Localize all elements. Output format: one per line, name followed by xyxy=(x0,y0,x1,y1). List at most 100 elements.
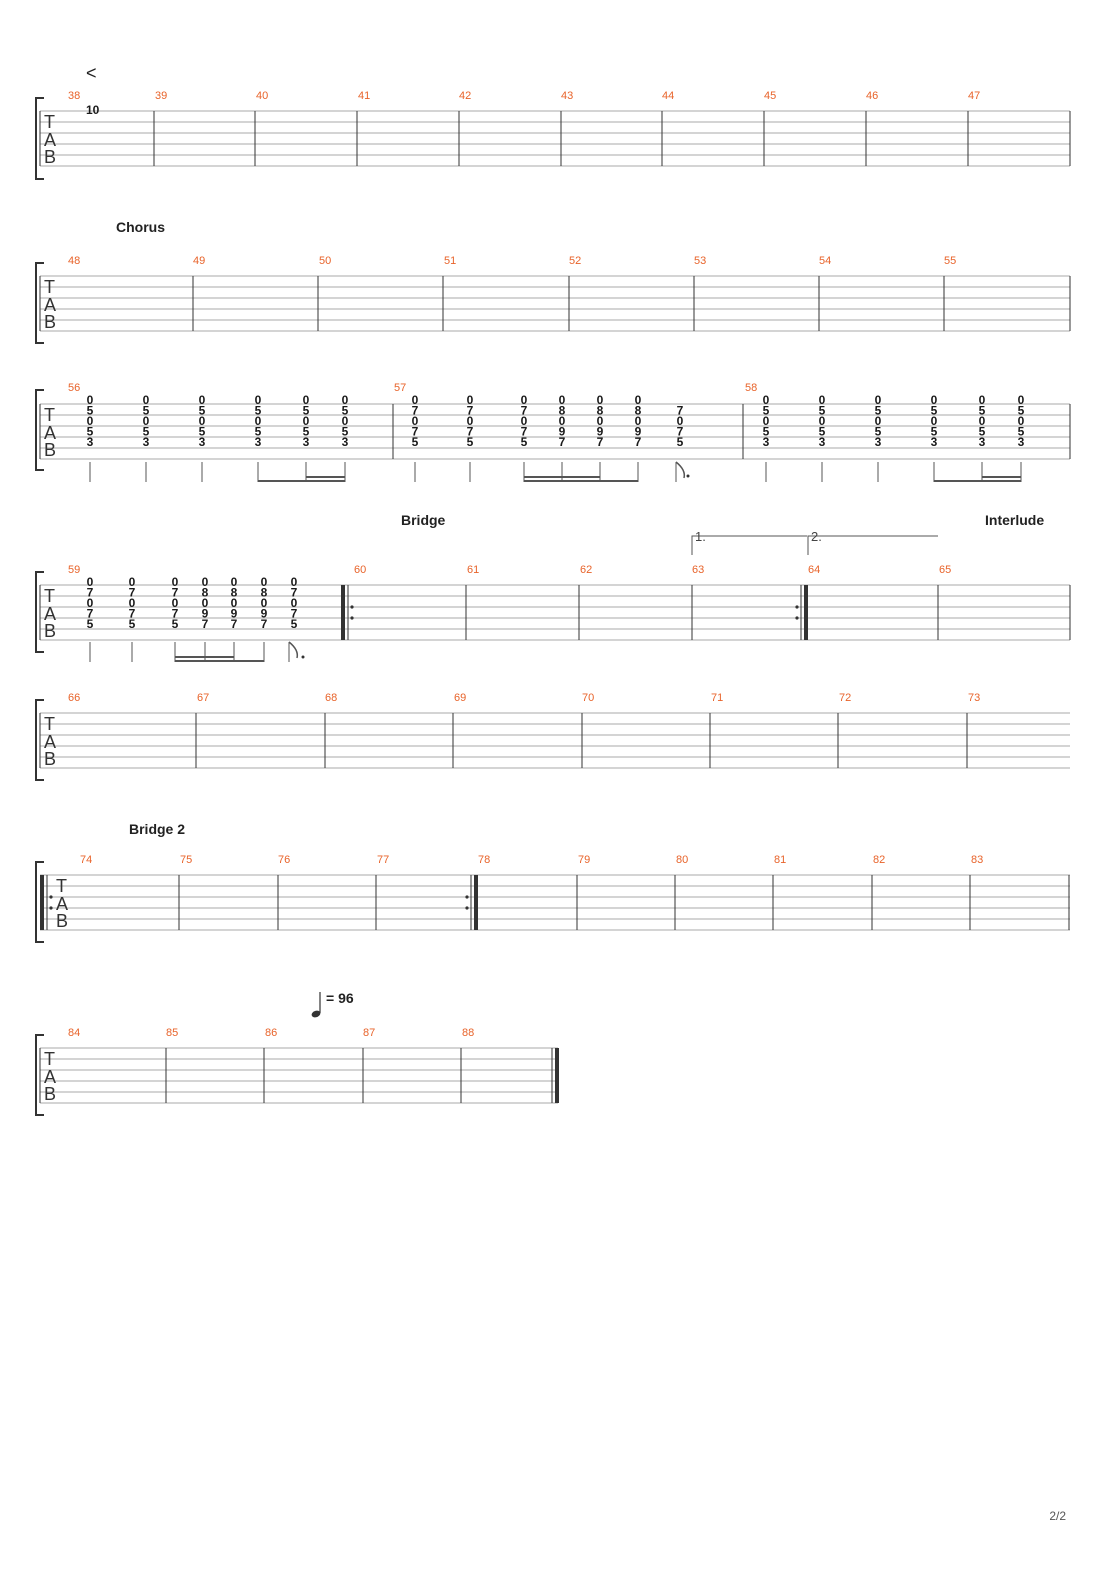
fret-number: 5 xyxy=(875,404,882,418)
fret-number: 7 xyxy=(412,404,419,418)
fret-number: 5 xyxy=(521,435,528,449)
bar-number: 81 xyxy=(774,854,786,866)
fret-number: 3 xyxy=(303,435,310,449)
bar-number: 53 xyxy=(694,255,706,267)
tab-system-1: T A B < 10 38 39 40 41 42 43 44 45 46 47 xyxy=(35,63,1071,180)
fret-number: 0 xyxy=(521,393,528,407)
fret-number: 5 xyxy=(819,404,826,418)
fret-number: 0 xyxy=(819,414,826,428)
fret-number: 0 xyxy=(635,414,642,428)
bar-number: 57 xyxy=(394,382,406,394)
tab-letter-a: A xyxy=(44,130,56,150)
fret-number: 5 xyxy=(819,425,826,439)
bar-number: 46 xyxy=(866,90,878,102)
fret-number: 0 xyxy=(172,575,179,589)
fret-number: 5 xyxy=(342,404,349,418)
barlines xyxy=(39,404,1071,459)
fret-number: 0 xyxy=(143,414,150,428)
fret-number: 7 xyxy=(87,586,94,600)
barlines xyxy=(39,585,1071,640)
system-bracket xyxy=(35,571,44,653)
fret-number: 5 xyxy=(931,425,938,439)
bar-number: 43 xyxy=(561,90,573,102)
fret-number: 9 xyxy=(559,425,566,439)
fret-number: 5 xyxy=(467,435,474,449)
tab-system-5: T A B 66 67 68 69 70 71 72 73 xyxy=(35,692,1070,781)
fret-number: 5 xyxy=(172,617,179,631)
fret-number: 0 xyxy=(931,393,938,407)
fret-number: 0 xyxy=(597,393,604,407)
bar-number: 83 xyxy=(971,854,983,866)
fret-number: 0 xyxy=(979,414,986,428)
fret-number: 0 xyxy=(875,393,882,407)
crescendo-mark: < xyxy=(86,63,97,83)
fret-number: 0 xyxy=(255,393,262,407)
fret-number: 5 xyxy=(199,425,206,439)
system-bracket xyxy=(35,97,44,180)
staff-lines xyxy=(40,712,1070,769)
fret-number: 5 xyxy=(303,425,310,439)
bar-number: 41 xyxy=(358,90,370,102)
fret-number: 0 xyxy=(635,393,642,407)
fret-number: 0 xyxy=(559,414,566,428)
bar-number: 51 xyxy=(444,255,456,267)
fret-number: 0 xyxy=(231,596,238,610)
system-bracket xyxy=(35,699,44,781)
fret-number: 8 xyxy=(231,586,238,600)
fret-number: 7 xyxy=(521,425,528,439)
tab-letter-b: B xyxy=(44,621,56,641)
fret-number: 0 xyxy=(521,414,528,428)
staff-lines xyxy=(40,1047,558,1104)
barlines xyxy=(39,111,1071,166)
fret-number: 0 xyxy=(202,596,209,610)
fret-number: 0 xyxy=(677,414,684,428)
fret-number: 7 xyxy=(559,435,566,449)
staff-lines xyxy=(40,275,1070,332)
tab-letter-t: T xyxy=(44,586,55,606)
marking-text: 10 xyxy=(86,103,100,117)
bar-number: 50 xyxy=(319,255,331,267)
bar-number: 72 xyxy=(839,692,851,704)
fret-number: 0 xyxy=(342,414,349,428)
fret-number: 8 xyxy=(635,404,642,418)
bar-number: 74 xyxy=(80,854,92,866)
bar-number: 58 xyxy=(745,382,757,394)
bar-number: 54 xyxy=(819,255,831,267)
fret-number: 3 xyxy=(763,435,770,449)
tab-letter-b: B xyxy=(44,312,56,332)
bar-number: 61 xyxy=(467,564,479,576)
fret-number: 3 xyxy=(875,435,882,449)
tempo-marking: = 96 xyxy=(326,990,354,1006)
fret-number: 5 xyxy=(931,404,938,418)
fret-number: 7 xyxy=(635,435,642,449)
fret-number: 0 xyxy=(412,414,419,428)
bar-number: 38 xyxy=(68,90,80,102)
bar-number: 40 xyxy=(256,90,268,102)
fret-number: 3 xyxy=(342,435,349,449)
barlines xyxy=(39,276,1071,331)
fret-number: 5 xyxy=(255,425,262,439)
tab-letter-t: T xyxy=(44,405,55,425)
staff-lines xyxy=(40,403,1070,460)
bar-number: 55 xyxy=(944,255,956,267)
bar-number: 73 xyxy=(968,692,980,704)
rhythm-beams xyxy=(258,476,1021,482)
fret-number: 0 xyxy=(143,393,150,407)
fret-number: 7 xyxy=(597,435,604,449)
fret-number: 0 xyxy=(291,596,298,610)
fret-number: 3 xyxy=(255,435,262,449)
fret-number: 0 xyxy=(261,575,268,589)
fret-number: 5 xyxy=(255,404,262,418)
dotted-eighth-note-57 xyxy=(675,461,690,482)
tab-letter-b: B xyxy=(44,749,56,769)
tab-system-7: = 96 T A B 84 85 86 87 88 xyxy=(35,990,559,1116)
fret-number: 7 xyxy=(172,586,179,600)
fret-number: 0 xyxy=(129,575,136,589)
tab-letter-a: A xyxy=(44,423,56,443)
bar-number: 77 xyxy=(377,854,389,866)
fret-number: 7 xyxy=(261,617,268,631)
fret-number: 7 xyxy=(231,617,238,631)
tab-letter-b: B xyxy=(44,1084,56,1104)
quarter-note-icon xyxy=(311,992,321,1018)
